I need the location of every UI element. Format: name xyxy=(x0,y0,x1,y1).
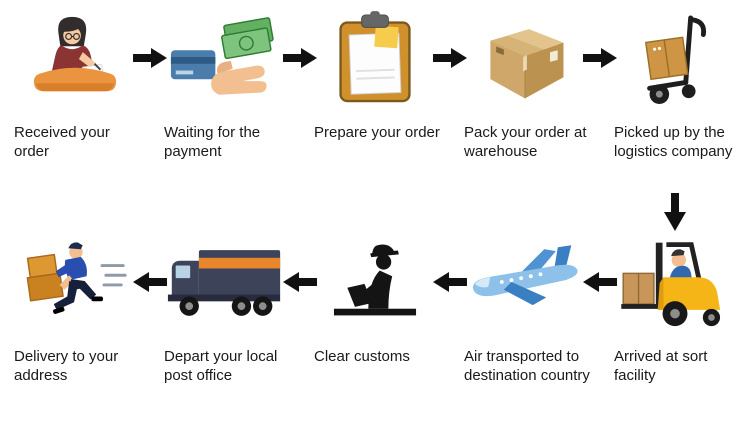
step-waiting-for-payment: Waiting for the payment xyxy=(150,6,317,162)
customs-officer-icon xyxy=(300,230,450,334)
forklift-icon xyxy=(600,230,750,334)
step-label: Prepare your order xyxy=(314,124,440,141)
step-label: Picked up by the logistics company xyxy=(614,124,733,160)
parcel-box-icon xyxy=(450,6,600,110)
flow-arrow-right-icon xyxy=(583,47,617,69)
step-label: Received your order xyxy=(14,124,110,160)
step-pack-your-order: Pack your order at warehouse xyxy=(450,6,617,162)
step-air-transported: Air transported to destination country xyxy=(450,230,617,386)
courier-icon xyxy=(0,230,150,334)
step-label: Clear customs xyxy=(314,348,410,365)
step-delivery-to-address: Delivery to your address xyxy=(0,230,167,386)
step-label: Waiting for the payment xyxy=(164,124,261,160)
step-label: Delivery to your address xyxy=(14,348,119,384)
step-received-your-order: Received your order xyxy=(0,6,167,162)
flow-arrow-left-icon xyxy=(583,271,617,293)
hand-truck-icon xyxy=(600,6,750,110)
step-label: Arrived at sort facility xyxy=(614,348,708,384)
step-picked-up-by-logistics: Picked up by the logistics company xyxy=(600,6,750,162)
step-depart-local-post-office: Depart your local post office xyxy=(150,230,317,386)
airplane-icon xyxy=(450,230,600,334)
flow-arrow-right-icon xyxy=(133,47,167,69)
step-label: Depart your local post office xyxy=(164,348,278,384)
process-flow-bottom-row: Delivery to your address Depart you xyxy=(0,230,750,386)
payment-hand-money-icon xyxy=(150,6,300,110)
step-arrived-at-sort-facility: Arrived at sort facility xyxy=(600,230,750,386)
receptionist-icon xyxy=(0,6,150,110)
flow-arrow-right-icon xyxy=(283,47,317,69)
flow-arrow-left-icon xyxy=(283,271,317,293)
step-clear-customs: Clear customs xyxy=(300,230,467,386)
step-label: Air transported to destination country xyxy=(464,348,590,384)
process-flow-top-row: Received your order xyxy=(0,6,750,162)
flow-arrow-down-icon xyxy=(663,193,687,231)
clipboard-icon xyxy=(300,6,450,110)
step-label: Pack your order at warehouse xyxy=(464,124,587,160)
flow-arrow-left-icon xyxy=(433,271,467,293)
flow-arrow-right-icon xyxy=(433,47,467,69)
flow-arrow-left-icon xyxy=(133,271,167,293)
step-prepare-your-order: Prepare your order xyxy=(300,6,467,162)
delivery-truck-icon xyxy=(150,230,300,334)
